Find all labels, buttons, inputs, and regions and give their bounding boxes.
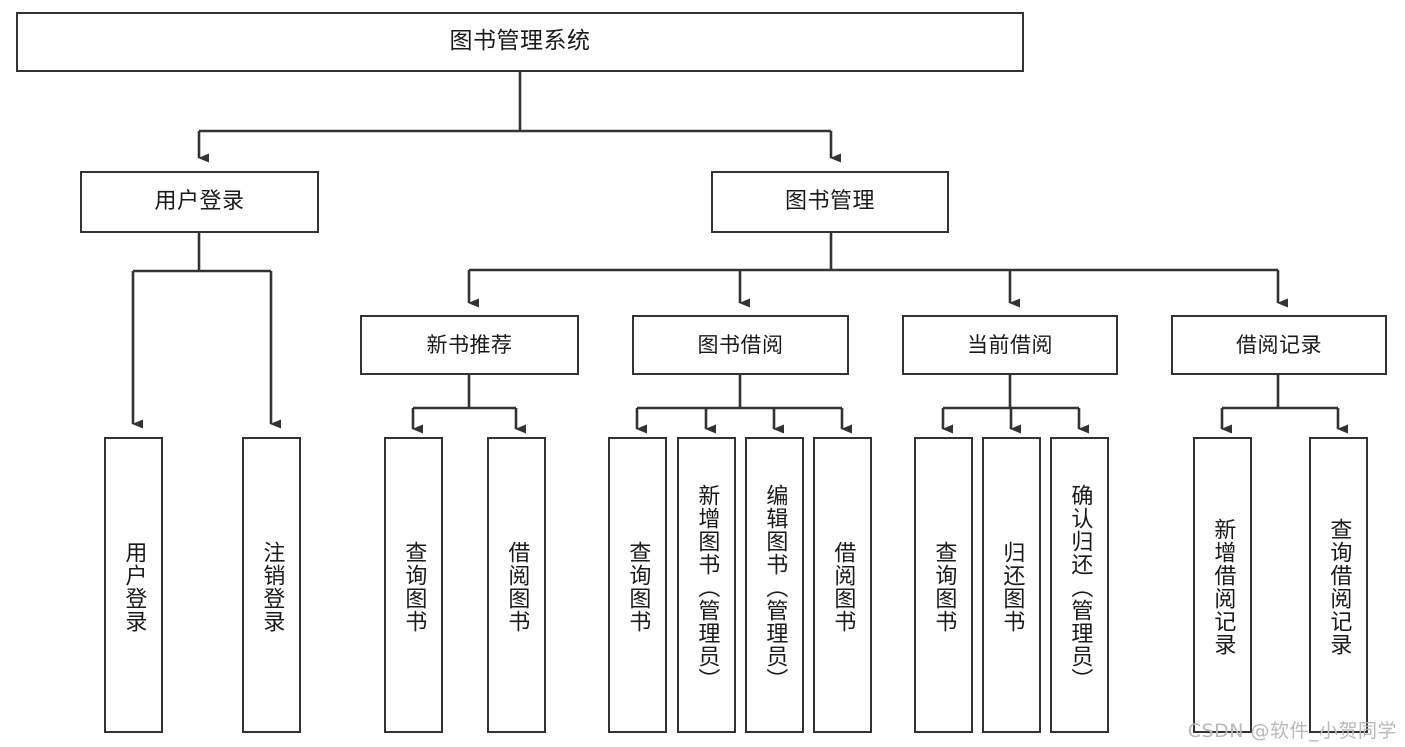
node-leaf-borrow-book-1[interactable]: 借阅图书 [487,437,546,733]
node-leaf-add-book-admin[interactable]: 新增图书（管理员） [677,437,736,733]
node-leaf-edit-book-admin-label: 编辑图书（管理员） [762,483,788,691]
node-user-login-label: 用户登录 [154,189,245,215]
node-leaf-add-book-admin-label: 新增图书（管理员） [694,483,720,691]
node-leaf-return-book[interactable]: 归还图书 [982,437,1041,733]
node-leaf-user-login-label: 用户登录 [121,541,147,633]
node-leaf-logout-login-label: 注销登录 [259,541,285,633]
watermark-text: CSDN @软件_小贺同学 [1187,720,1397,742]
node-leaf-query-book-3-label: 查询图书 [931,541,957,633]
node-root-system-label: 图书管理系统 [449,28,591,55]
node-leaf-edit-book-admin[interactable]: 编辑图书（管理员） [745,437,804,733]
node-leaf-borrow-book-2[interactable]: 借阅图书 [813,437,872,733]
node-leaf-confirm-return-admin[interactable]: 确认归还（管理员） [1050,437,1109,733]
node-leaf-query-book-2-label: 查询图书 [625,541,651,633]
node-leaf-query-book-3[interactable]: 查询图书 [914,437,973,733]
node-leaf-borrow-book-2-label: 借阅图书 [830,541,856,633]
node-book-borrow-label: 图书借阅 [697,332,784,357]
node-leaf-query-book-1[interactable]: 查询图书 [384,437,443,733]
node-book-borrow[interactable]: 图书借阅 [632,315,849,375]
node-new-book-recommend-label: 新书推荐 [426,332,513,357]
node-leaf-user-login[interactable]: 用户登录 [104,437,163,733]
node-leaf-add-borrow-record[interactable]: 新增借阅记录 [1193,437,1252,733]
node-leaf-add-borrow-record-label: 新增借阅记录 [1210,518,1236,656]
node-current-borrow-label: 当前借阅 [967,332,1053,357]
node-leaf-confirm-return-admin-label: 确认归还（管理员） [1067,483,1093,691]
node-leaf-return-book-label: 归还图书 [999,541,1025,633]
node-current-borrow[interactable]: 当前借阅 [902,315,1118,375]
node-book-management-label: 图书管理 [784,189,875,215]
node-leaf-query-book-2[interactable]: 查询图书 [608,437,667,733]
node-leaf-borrow-book-1-label: 借阅图书 [504,541,530,633]
node-book-management[interactable]: 图书管理 [711,171,949,233]
node-borrow-record[interactable]: 借阅记录 [1171,315,1387,375]
node-leaf-query-borrow-record-label: 查询借阅记录 [1326,518,1352,656]
node-new-book-recommend[interactable]: 新书推荐 [360,315,579,375]
node-user-login[interactable]: 用户登录 [80,171,319,233]
node-leaf-query-borrow-record[interactable]: 查询借阅记录 [1309,437,1368,733]
node-borrow-record-label: 借阅记录 [1236,332,1322,357]
node-leaf-query-book-1-label: 查询图书 [401,541,427,633]
node-root-system[interactable]: 图书管理系统 [16,12,1024,72]
node-leaf-logout-login[interactable]: 注销登录 [242,437,301,733]
